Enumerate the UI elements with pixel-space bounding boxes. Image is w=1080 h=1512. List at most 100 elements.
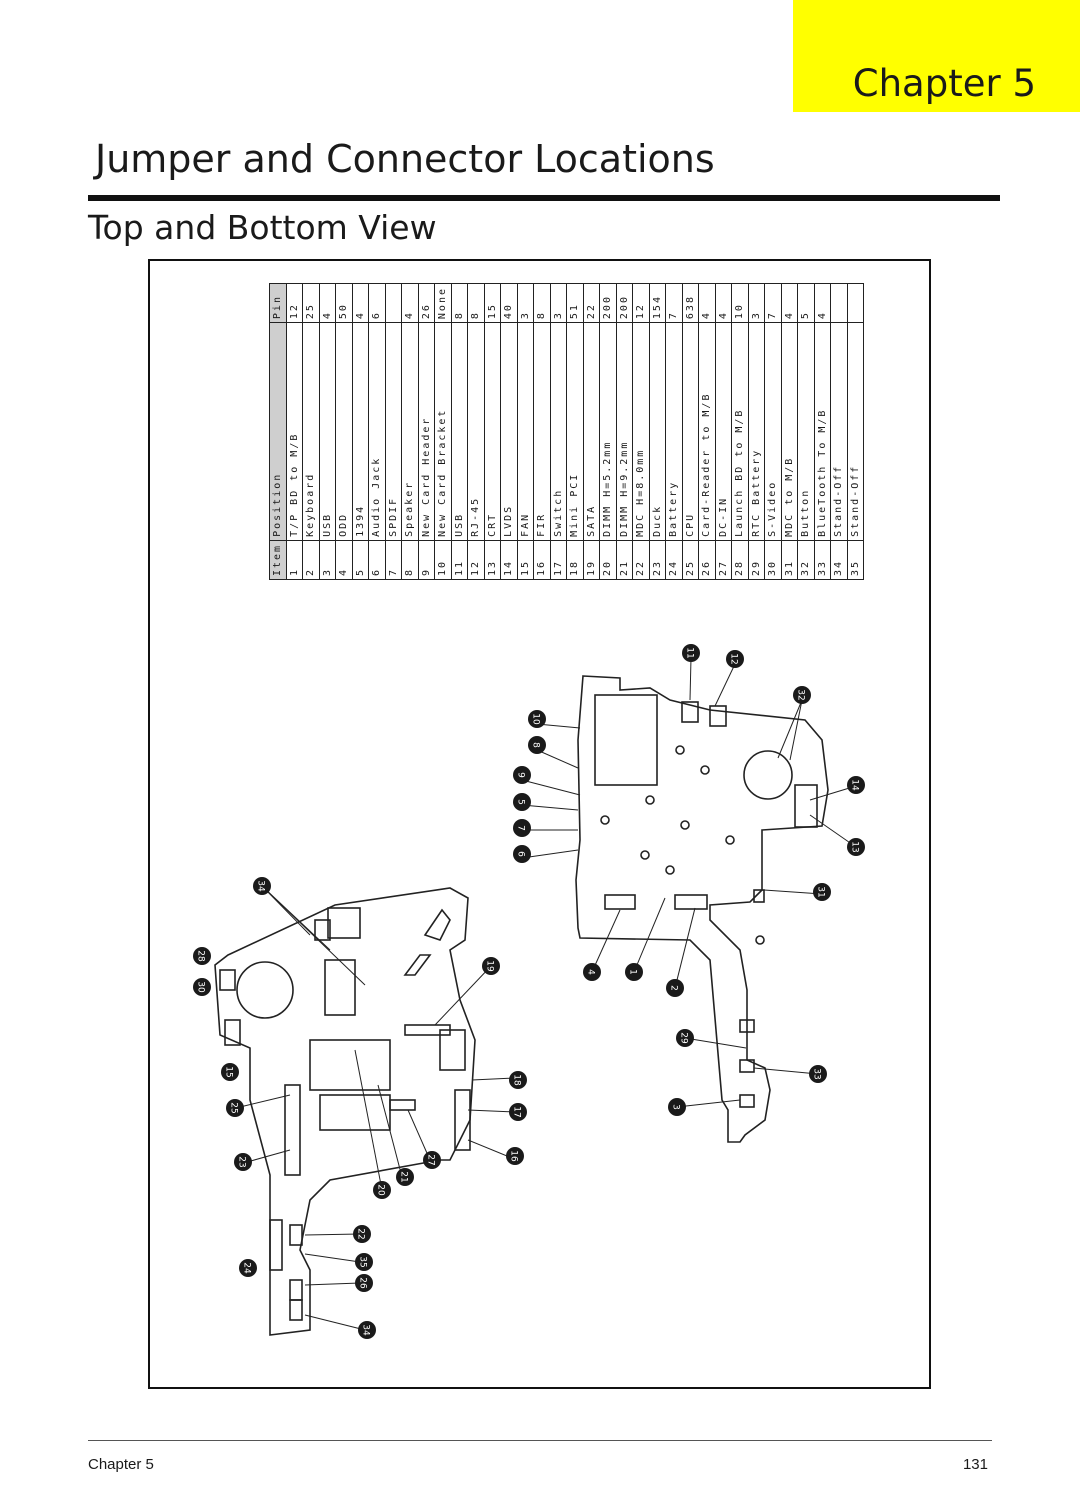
cell-item: 15 xyxy=(517,540,534,580)
callout-badge: 15 xyxy=(221,1063,239,1081)
callout-badge: 13 xyxy=(847,838,865,856)
callout-number: 15 xyxy=(224,1066,234,1077)
callout-badge: 6 xyxy=(513,845,531,863)
callout-badge: 35 xyxy=(355,1253,373,1271)
callout-number: 27 xyxy=(426,1154,436,1165)
callout-badge: 22 xyxy=(353,1225,371,1243)
callout-number: 20 xyxy=(376,1184,386,1196)
cell-item: 5 xyxy=(352,540,369,580)
callout-badge: 12 xyxy=(726,650,744,668)
header-pin: Pin xyxy=(269,283,286,323)
cell-item: 27 xyxy=(715,540,732,580)
cell-item: 8 xyxy=(401,540,418,580)
cell-pin: 4 xyxy=(401,283,418,323)
cell-position: Switch xyxy=(550,322,567,541)
callout-number: 30 xyxy=(196,981,206,993)
callout-badge: 7 xyxy=(513,819,531,837)
cell-item: 19 xyxy=(583,540,600,580)
cell-position: Audio Jack xyxy=(368,322,385,541)
callout-number: 22 xyxy=(356,1228,366,1239)
cell-item: 29 xyxy=(748,540,765,580)
callout-badge: 4 xyxy=(583,963,601,981)
callout-badge: 33 xyxy=(809,1065,827,1083)
cell-pin: 154 xyxy=(649,283,666,323)
cell-pin: None xyxy=(434,283,451,323)
cell-item: 11 xyxy=(451,540,468,580)
callout-badge: 14 xyxy=(847,776,865,794)
cell-pin: 40 xyxy=(500,283,517,323)
callout-number: 10 xyxy=(531,713,541,725)
cell-pin: 4 xyxy=(319,283,336,323)
board-right-slot xyxy=(594,694,658,786)
cell-pin: 7 xyxy=(665,283,682,323)
cell-position: USB xyxy=(451,322,468,541)
callout-badge: 5 xyxy=(513,793,531,811)
cell-position: DIMM H=5.2mm xyxy=(599,322,616,541)
cell-position: FAN xyxy=(517,322,534,541)
callout-badge: 24 xyxy=(239,1259,257,1277)
callout-badge: 30 xyxy=(193,978,211,996)
callout-number: 8 xyxy=(531,742,541,748)
cell-item: 4 xyxy=(335,540,352,580)
cell-pin: 8 xyxy=(533,283,550,323)
callout-number: 12 xyxy=(729,653,739,664)
callout-badge: 17 xyxy=(509,1103,527,1121)
footer-page-number: 131 xyxy=(962,1456,988,1473)
cell-position: Battery xyxy=(665,322,682,541)
chapter-tab-label: Chapter 5 xyxy=(852,62,1036,105)
cell-pin: 8 xyxy=(467,283,484,323)
callout-number: 35 xyxy=(358,1256,368,1267)
cell-position: RJ-45 xyxy=(467,322,484,541)
callout-number: 3 xyxy=(671,1104,681,1110)
cell-position: DIMM H=9.2mm xyxy=(616,322,633,541)
callout-badge: 31 xyxy=(813,883,831,901)
callout-number: 2 xyxy=(669,985,679,991)
cell-position: Stand-Off xyxy=(847,322,864,541)
callout-number: 14 xyxy=(850,779,860,791)
callout-number: 5 xyxy=(516,799,526,805)
callout-badge: 28 xyxy=(193,947,211,965)
cell-item: 18 xyxy=(566,540,583,580)
cell-position: RTC Battery xyxy=(748,322,765,541)
cell-pin: 7 xyxy=(764,283,781,323)
cell-pin: 3 xyxy=(550,283,567,323)
cell-pin: 4 xyxy=(698,283,715,323)
cell-pin xyxy=(847,283,864,323)
cell-item: 16 xyxy=(533,540,550,580)
cell-pin: 638 xyxy=(682,283,699,323)
cell-item: 33 xyxy=(814,540,831,580)
callout-badge: 1 xyxy=(625,963,643,981)
cell-pin: 4 xyxy=(352,283,369,323)
callout-number: 34 xyxy=(256,880,266,892)
callout-number: 7 xyxy=(516,825,526,831)
cell-pin: 3 xyxy=(517,283,534,323)
callout-number: 34 xyxy=(361,1324,371,1336)
cell-pin: 4 xyxy=(715,283,732,323)
callout-number: 26 xyxy=(358,1277,368,1289)
footer-rule xyxy=(88,1440,992,1441)
figure-frame xyxy=(148,259,931,1389)
cell-item: 6 xyxy=(368,540,385,580)
header-position: Position xyxy=(269,322,286,541)
cell-position: Stand-Off xyxy=(830,322,847,541)
cell-item: 22 xyxy=(632,540,649,580)
cell-item: 28 xyxy=(731,540,748,580)
